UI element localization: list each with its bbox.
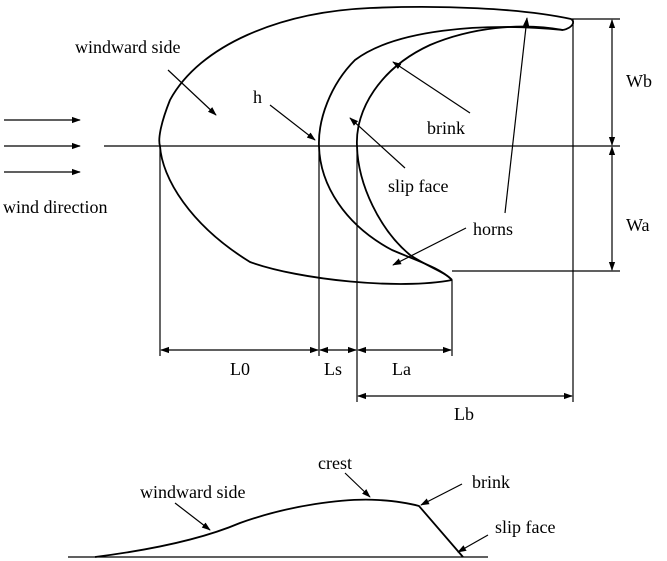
windward-side-label: windward side [75, 37, 180, 57]
windward-side-pointer [167, 69, 217, 116]
dune-outer-outline [158, 6, 572, 285]
wind-direction-label: wind direction [3, 197, 107, 217]
slip-face-pointer [349, 117, 406, 169]
brink-label: brink [427, 118, 465, 138]
horns-label: horns [473, 219, 513, 239]
crest-pointer [344, 472, 371, 498]
profile-slip-face-pointer [457, 534, 489, 553]
lb-label: Lb [454, 404, 474, 424]
slip-face-outline [356, 25, 564, 281]
h-label: h [253, 87, 262, 107]
profile-brink-label: brink [472, 472, 510, 492]
la-label: La [392, 359, 411, 379]
wa-label: Wa [626, 215, 650, 235]
h-pointer [269, 104, 316, 141]
profile-brink-pointer [420, 483, 463, 506]
horns-upper-pointer [504, 17, 530, 214]
slip-face-label: slip face [388, 176, 448, 196]
brink-outline [318, 26, 564, 281]
crest-label: crest [318, 453, 352, 473]
horns-lower-pointer [392, 227, 467, 266]
l0-label: L0 [230, 359, 250, 379]
profile-slip-face-label: slip face [495, 517, 555, 537]
profile-dune-outline [94, 498, 464, 558]
brink-pointer [392, 61, 471, 114]
upper-horn-tip [562, 18, 575, 31]
ls-label: Ls [324, 359, 342, 379]
wb-label: Wb [626, 71, 652, 91]
profile-windward-pointer [174, 502, 211, 531]
profile-windward-side-label: windward side [140, 482, 245, 502]
